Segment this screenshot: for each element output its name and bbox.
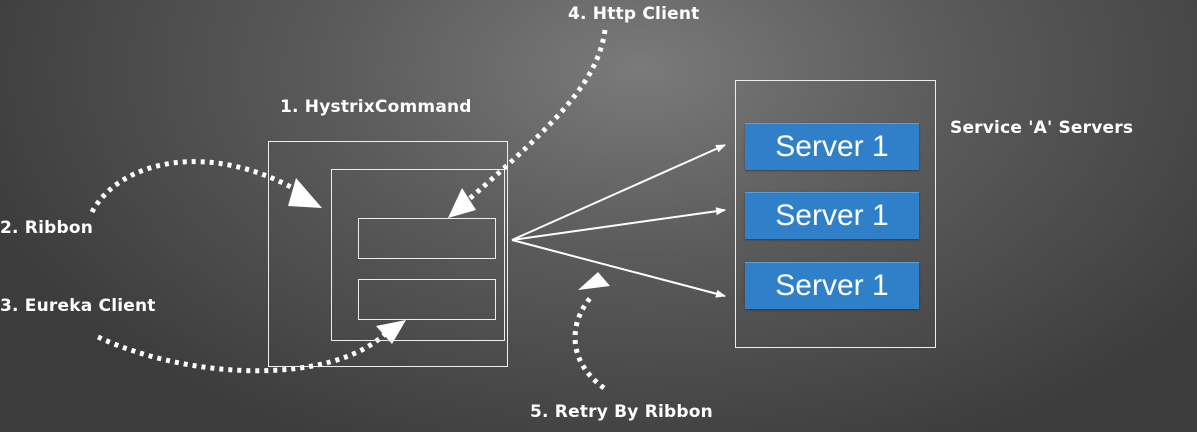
connector-to-server-1 — [511, 144, 726, 241]
eureka-dotted-arrow — [96, 332, 387, 374]
component-slot-upper — [358, 218, 496, 259]
component-slot-lower — [358, 279, 496, 320]
label-retry-by-ribbon: 5. Retry By Ribbon — [530, 402, 713, 422]
server-3-box: Server 1 — [745, 262, 919, 309]
service-a-servers-box — [735, 80, 936, 348]
connector-to-server-2 — [511, 207, 726, 241]
label-http-client: 4. Http Client — [568, 4, 700, 24]
label-ribbon: 2. Ribbon — [0, 218, 94, 238]
retry-arrowhead — [578, 272, 610, 290]
hystrix-command-inner-box — [331, 169, 505, 341]
server-2-box: Server 1 — [745, 192, 919, 239]
retry-dotted-arrow — [572, 294, 606, 391]
eureka-arrowhead — [376, 320, 406, 344]
http-client-arrowhead — [448, 188, 476, 218]
hystrix-command-outer-box — [268, 141, 508, 367]
connector-to-server-3 — [511, 239, 726, 298]
ribbon-arrowhead — [288, 178, 322, 208]
label-service-a-servers: Service 'A' Servers — [950, 118, 1134, 138]
label-hystrix-command: 1. HystrixCommand — [280, 97, 472, 117]
server-1-box: Server 1 — [745, 123, 919, 170]
http-client-dotted-arrow — [466, 29, 608, 202]
label-eureka-client: 3. Eureka Client — [0, 296, 156, 316]
